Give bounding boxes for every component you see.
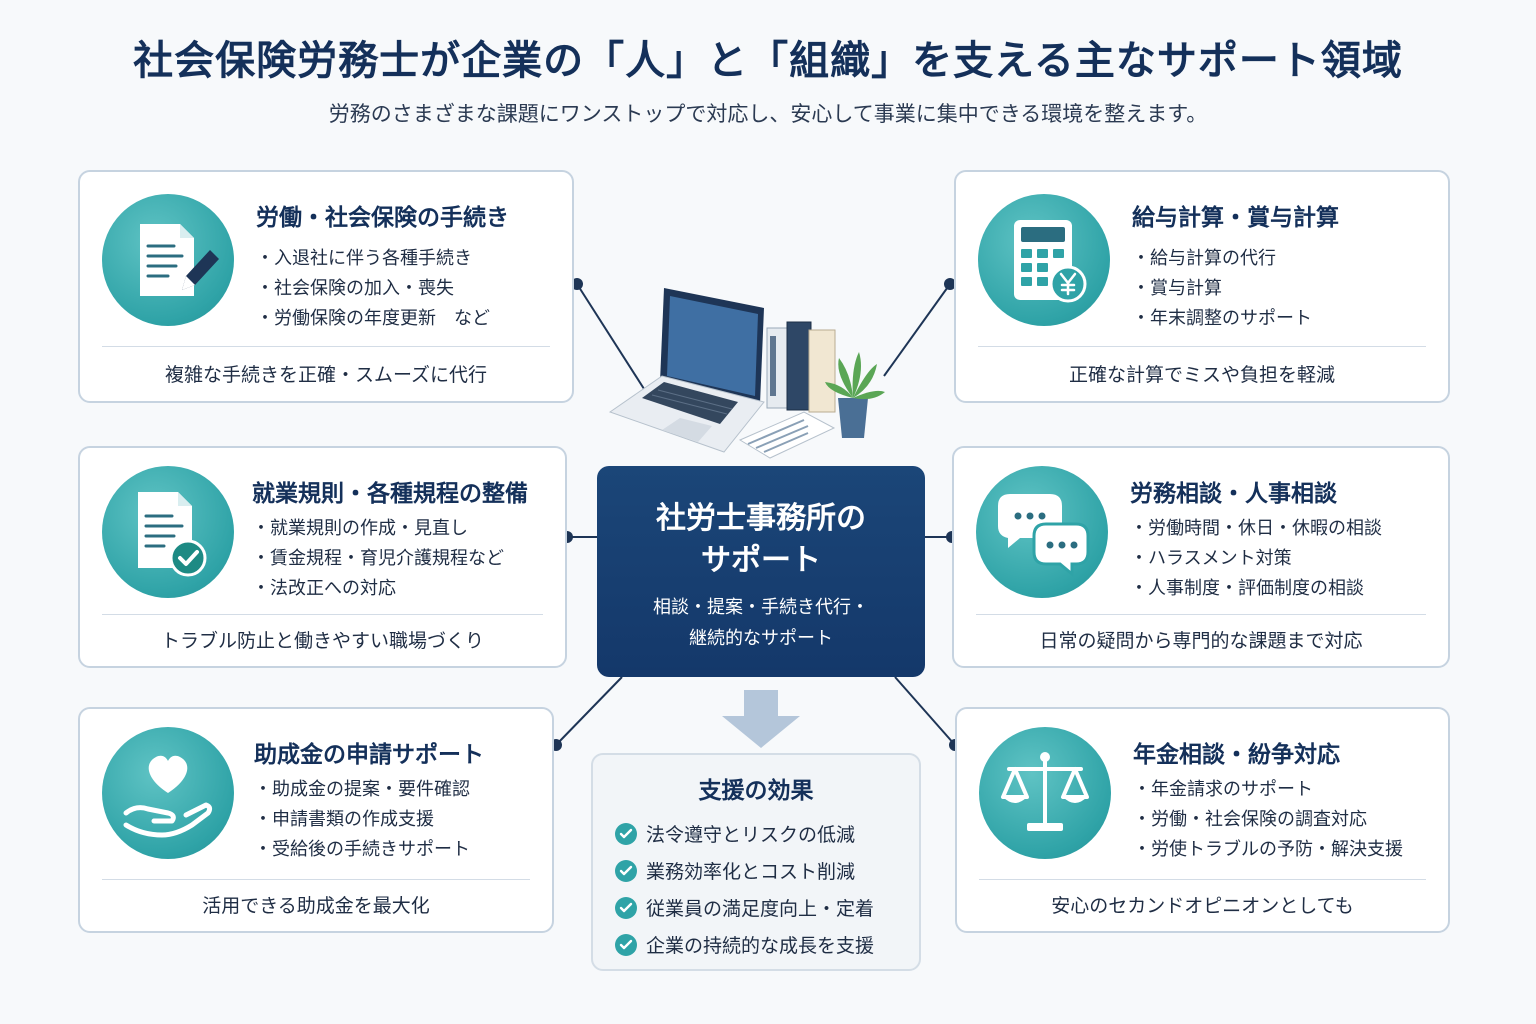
card-summary: トラブル防止と働きやすい職場づくり xyxy=(160,630,484,652)
page-subtitle: 労務のさまざまな課題にワンストップで対応し、安心して事業に集中できる環境を整えま… xyxy=(328,102,1208,126)
divider xyxy=(102,614,543,615)
page-title: 社会保険労務士が企業の「人」と「組織」を支える主なサポート領域 xyxy=(133,38,1403,84)
card-item-list: 年金請求のサポート 労働・社会保険の調査対応 労使トラブルの予防・解決支援 xyxy=(1133,775,1403,865)
laptop-books-plant-illustration xyxy=(608,288,885,459)
list-item: 就業規則の作成・見直し xyxy=(252,514,504,544)
card-work-rules: 就業規則・各種規程の整備 就業規則の作成・見直し 賃金規程・育児介護規程など 法… xyxy=(78,446,567,668)
list-item: 賃金規程・育児介護規程など xyxy=(252,544,504,574)
list-item: 年末調整のサポート xyxy=(1132,304,1312,334)
card-title: 年金相談・紛争対応 xyxy=(1133,742,1340,768)
effect-item: 業務効率化とコスト削減 xyxy=(615,852,874,889)
card-summary: 活用できる助成金を最大化 xyxy=(202,895,430,917)
list-item: 人事制度・評価制度の相談 xyxy=(1130,574,1382,604)
heart-hand-icon xyxy=(102,727,234,859)
list-item: 賞与計算 xyxy=(1132,274,1312,304)
effects-list: 法令遵守とリスクの低減 業務効率化とコスト削減 従業員の満足度向上・定着 企業の… xyxy=(615,815,874,963)
divider xyxy=(978,346,1426,347)
central-title-line: サポート xyxy=(701,543,821,578)
divider xyxy=(979,879,1426,880)
divider xyxy=(102,879,530,880)
card-item-list: 就業規則の作成・見直し 賃金規程・育児介護規程など 法改正への対応 xyxy=(252,514,504,604)
check-circle-icon xyxy=(615,933,637,956)
document-pen-icon xyxy=(102,194,234,326)
effect-item: 企業の持続的な成長を支援 xyxy=(615,926,874,963)
card-payroll-calculation: 給与計算・賞与計算 給与計算の代行 賞与計算 年末調整のサポート 正確な計算でミ… xyxy=(954,170,1450,403)
card-pension-dispute: 年金相談・紛争対応 年金請求のサポート 労働・社会保険の調査対応 労使トラブルの… xyxy=(955,707,1450,933)
list-item: 助成金の提案・要件確認 xyxy=(254,775,470,805)
card-summary: 安心のセカンドオピニオンとしても xyxy=(1051,895,1354,917)
effects-title: 支援の効果 xyxy=(698,778,814,804)
list-item: 法改正への対応 xyxy=(252,574,504,604)
effect-item: 法令遵守とリスクの低減 xyxy=(615,815,874,852)
central-subtitle-line: 相談・提案・手続き代行・ xyxy=(653,597,869,618)
central-title: 社労士事務所の サポート xyxy=(597,498,925,582)
check-circle-icon xyxy=(615,896,637,919)
effect-text: 法令遵守とリスクの低減 xyxy=(646,824,856,846)
card-summary: 複雑な手続きを正確・スムーズに代行 xyxy=(164,364,488,386)
list-item: 社会保険の加入・喪失 xyxy=(256,274,490,304)
card-labor-hr-consultation: 労務相談・人事相談 労働時間・休日・休暇の相談 ハラスメント対策 人事制度・評価… xyxy=(952,446,1450,668)
check-circle-icon xyxy=(615,822,637,845)
list-item: 給与計算の代行 xyxy=(1132,244,1312,274)
effect-text: 企業の持続的な成長を支援 xyxy=(646,935,875,957)
card-item-list: 給与計算の代行 賞与計算 年末調整のサポート xyxy=(1132,244,1312,334)
document-check-icon xyxy=(102,466,234,598)
check-circle-icon xyxy=(615,859,637,882)
list-item: 年金請求のサポート xyxy=(1133,775,1403,805)
list-item: 労使トラブルの予防・解決支援 xyxy=(1133,835,1403,865)
list-item: 入退社に伴う各種手続き xyxy=(256,244,490,274)
effect-text: 従業員の満足度向上・定着 xyxy=(646,898,875,920)
card-summary: 正確な計算でミスや負担を軽減 xyxy=(1068,364,1335,386)
list-item: 労働時間・休日・休暇の相談 xyxy=(1130,514,1382,544)
list-item: 申請書類の作成支援 xyxy=(254,805,470,835)
card-item-list: 労働時間・休日・休暇の相談 ハラスメント対策 人事制度・評価制度の相談 xyxy=(1130,514,1382,604)
card-labor-insurance-procedures: 労働・社会保険の手続き 入退社に伴う各種手続き 社会保険の加入・喪失 労働保険の… xyxy=(78,170,574,403)
card-title: 労務相談・人事相談 xyxy=(1130,481,1337,507)
card-title: 助成金の申請サポート xyxy=(254,742,484,768)
list-item: 労働・社会保険の調査対応 xyxy=(1133,805,1403,835)
divider xyxy=(976,614,1426,615)
central-support-box: 社労士事務所の サポート 相談・提案・手続き代行・ 継続的なサポート xyxy=(597,466,925,677)
calculator-yen-icon xyxy=(978,194,1110,326)
arrow-down-icon xyxy=(722,690,800,748)
card-item-list: 入退社に伴う各種手続き 社会保険の加入・喪失 労働保険の年度更新 など xyxy=(256,244,490,334)
central-subtitle: 相談・提案・手続き代行・ 継続的なサポート xyxy=(597,592,925,654)
effects-box: 支援の効果 法令遵守とリスクの低減 業務効率化とコスト削減 従業員の満足度向上・… xyxy=(591,753,921,971)
card-subsidy-application: 助成金の申請サポート 助成金の提案・要件確認 申請書類の作成支援 受給後の手続き… xyxy=(78,707,554,933)
divider xyxy=(102,346,550,347)
chat-bubbles-icon xyxy=(976,466,1108,598)
effect-item: 従業員の満足度向上・定着 xyxy=(615,889,874,926)
card-summary: 日常の疑問から専門的な課題まで対応 xyxy=(1039,630,1363,652)
list-item: 労働保険の年度更新 など xyxy=(256,304,490,334)
central-title-line: 社労士事務所の xyxy=(656,501,866,536)
card-title: 就業規則・各種規程の整備 xyxy=(252,481,528,507)
effect-text: 業務効率化とコスト削減 xyxy=(646,861,856,883)
card-title: 労働・社会保険の手続き xyxy=(256,205,509,231)
central-subtitle-line: 継続的なサポート xyxy=(689,628,833,649)
card-title: 給与計算・賞与計算 xyxy=(1132,205,1339,231)
list-item: 受給後の手続きサポート xyxy=(254,835,470,865)
scales-icon xyxy=(979,727,1111,859)
card-item-list: 助成金の提案・要件確認 申請書類の作成支援 受給後の手続きサポート xyxy=(254,775,470,865)
list-item: ハラスメント対策 xyxy=(1130,544,1382,574)
